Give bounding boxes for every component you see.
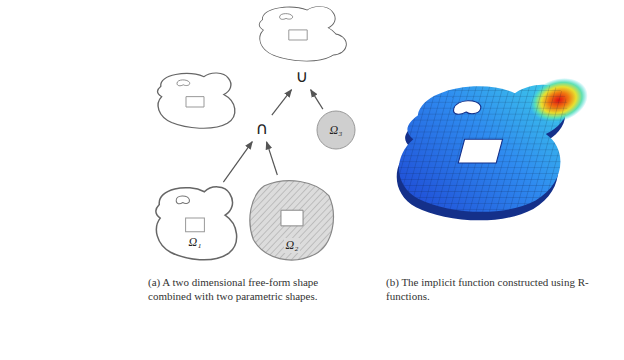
arrow-connector <box>267 142 278 175</box>
free-form-shape: Ω₁ <box>148 183 242 261</box>
shape-label: Ω₁ <box>189 235 202 250</box>
union-result-shape <box>260 7 346 61</box>
figure-caption: (a) A two dimensional free-form shape co… <box>148 276 342 304</box>
union-operator: ∪ <box>292 64 312 88</box>
operator-symbol: ∪ <box>296 66 308 86</box>
shape-outline <box>148 183 242 261</box>
arrow-connector <box>223 142 252 183</box>
shape-label: Ω₃ <box>330 123 343 138</box>
intersection-result-shape <box>158 73 235 128</box>
arrow-connector <box>272 90 292 116</box>
implicit-function-surface <box>383 78 593 220</box>
operator-symbol: ∩ <box>256 118 268 138</box>
intersection-operator: ∩ <box>252 116 272 140</box>
shape-label: Ω₂ <box>284 238 301 253</box>
parametric-shape: Ω₂ <box>246 176 338 264</box>
arrow-connector <box>311 90 323 109</box>
figure-caption: (b) The implicit function constructed us… <box>386 276 600 304</box>
parametric-circle: Ω₃ <box>316 110 356 150</box>
